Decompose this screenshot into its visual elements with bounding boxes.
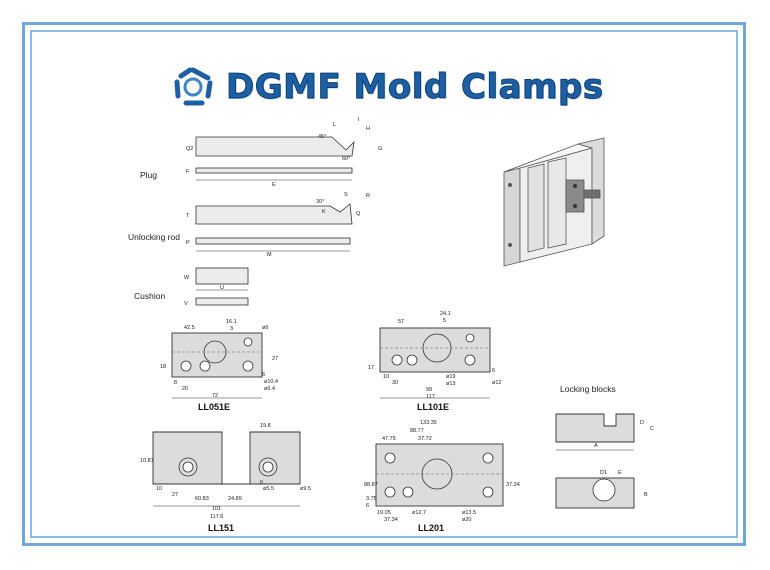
ll151-drawing: 19.8 10.87 10 27 60.83 24.89 ø5.5 ø9.5 1… [140,423,311,533]
ll051e-dim-20: 20 [182,386,188,392]
ll151-dim-6: 6 [260,480,263,486]
plug-dim-f: F [186,169,190,175]
ll201-dim-37-72: 37.72 [418,436,432,442]
plug-dim-g: G [378,146,382,152]
rod-dim-30: 30° [316,199,324,205]
ll151-dim-d5-5: ø5.5 [263,486,274,492]
locking-blocks-label: Locking blocks [560,384,616,394]
ll151-dim-60-83: 60.83 [195,496,209,502]
ll201-dim-6: 6 [366,503,369,509]
mold-assembly-illustration [503,137,605,267]
ll051e-dim-3: 3 [230,326,233,332]
locking-dim-c: C [650,426,654,432]
ll201-dim-47-75: 47.75 [382,436,396,442]
locking-dim-d: D [640,420,644,426]
plug-dim-h: H [366,126,370,132]
outer-frame [22,22,746,546]
ll201-dim-37-34: 37.34 [384,517,398,523]
page-title: DGMF Mold Clamps [226,67,604,108]
ll051e-caption: LL051E [198,402,230,412]
ll101e-dim-99: 99 [426,387,432,393]
rod-dim-k: K [322,209,326,215]
ll051e-dim-16-1: 16.1 [226,319,237,325]
ll101e-dim-d12: ø12 [492,380,501,386]
plug-label: Plug [140,170,157,180]
rod-dim-s: S [344,192,348,198]
locking-dim-a: A [594,443,598,449]
rod-dim-p: P [186,240,190,246]
dgmf-logo-icon [174,67,213,106]
ll201-dim-19-05: 19.05 [377,510,391,516]
ll051e-dim-d6: ø6 [262,325,268,331]
ll051e-dim-27: 27 [272,356,278,362]
ll101e-dim-d13: ø13 [446,381,455,387]
unlocking-rod-label: Unlocking rod [128,232,180,242]
ll101e-caption: LL101E [417,402,449,412]
ll101e-dim-57: 57 [398,319,404,325]
ll051e-dim-6: 6 [262,372,265,378]
locking-dim-d1: D1 [600,470,607,476]
ll051e-dim-72: 72 [212,393,218,399]
ll101e-dim-5: 5 [443,318,446,324]
ll201-dim-37-34-side: 37.34 [506,482,520,488]
plug-dim-60: 60° [342,156,350,162]
ll201-dim-d20: ø20 [462,517,471,523]
locking-dim-e: E [618,470,622,476]
locking-dim-b: B [644,492,648,498]
ll051e-dim-8: 8 [174,380,177,386]
plug-dim-i: I [358,117,360,123]
plug-dim-q2: Q2 [186,146,193,152]
ll151-caption: LL151 [208,523,234,533]
ll151-dim-19-8: 19.8 [260,423,271,429]
ll201-dim-3-75: 3.75 [366,496,377,502]
ll051e-drawing: 42.5 16.1 3 ø6 18 27 8 20 ø10.4 ø6.4 72 … [160,319,278,412]
plug-drawing: Q2 F E L I H 60° G 45° Plug [140,117,382,188]
cushion-dim-v: V [184,301,188,307]
rod-dim-m: M [267,252,272,258]
ll201-drawing: 133.35 88.77 47.75 37.72 88.87 37.34 19.… [364,420,520,533]
ll101e-drawing: 57 24.1 5 17 10 30 ø19 ø13 ø12 99 117 6 … [368,311,501,412]
ll051e-dim-d10-4: ø10.4 [264,379,278,385]
ll101e-dim-30: 30 [392,380,398,386]
unlocking-rod-drawing: T P M 30° S R Q K Unlocking rod [128,192,370,258]
ll201-dim-d12-7: ø12.7 [412,510,426,516]
ll201-dim-88-87: 88.87 [364,482,378,488]
ll101e-dim-17: 17 [368,365,374,371]
ll051e-dim-18: 18 [160,364,166,370]
ll051e-dim-42-5: 42.5 [184,325,195,331]
ll201-caption: LL201 [418,523,444,533]
ll151-dim-101: 101 [212,506,221,512]
ll151-dim-10-87: 10.87 [140,458,154,464]
ll101e-dim-117: 117 [426,394,435,400]
locking-blocks-drawing: Locking blocks A D C D1 B E [555,384,654,509]
ll151-dim-10: 10 [156,486,162,492]
ll101e-dim-10: 10 [383,374,389,380]
cushion-drawing: W U V Cushion [134,267,249,307]
ll151-dim-117-6: 117.6 [210,514,223,520]
ll101e-dim-d19: ø19 [446,374,455,380]
plug-dim-45: 45° [318,134,326,140]
ll101e-dim-24-1: 24.1 [440,311,451,317]
cushion-dim-w: W [184,275,190,281]
ll151-dim-24-89: 24.89 [228,496,242,502]
ll201-dim-133-35: 133.35 [420,420,437,426]
ll051e-dim-d6-4: ø6.4 [264,386,275,392]
header: DGMF Mold Clamps [172,64,604,110]
ll151-dim-27: 27 [172,492,178,498]
ll101e-dim-6: 6 [492,368,495,374]
ll201-dim-88-77: 88.77 [410,428,424,434]
rod-dim-q: Q [356,211,361,217]
rod-dim-t: T [186,213,190,219]
ll151-dim-d9-5: ø9.5 [300,486,311,492]
cushion-label: Cushion [134,291,165,301]
plug-dim-l: L [333,122,336,128]
ll201-dim-d13-5: ø13.5 [462,510,476,516]
cushion-dim-u: U [220,285,224,291]
plug-dim-e: E [272,182,276,188]
rod-dim-r: R [366,193,370,199]
